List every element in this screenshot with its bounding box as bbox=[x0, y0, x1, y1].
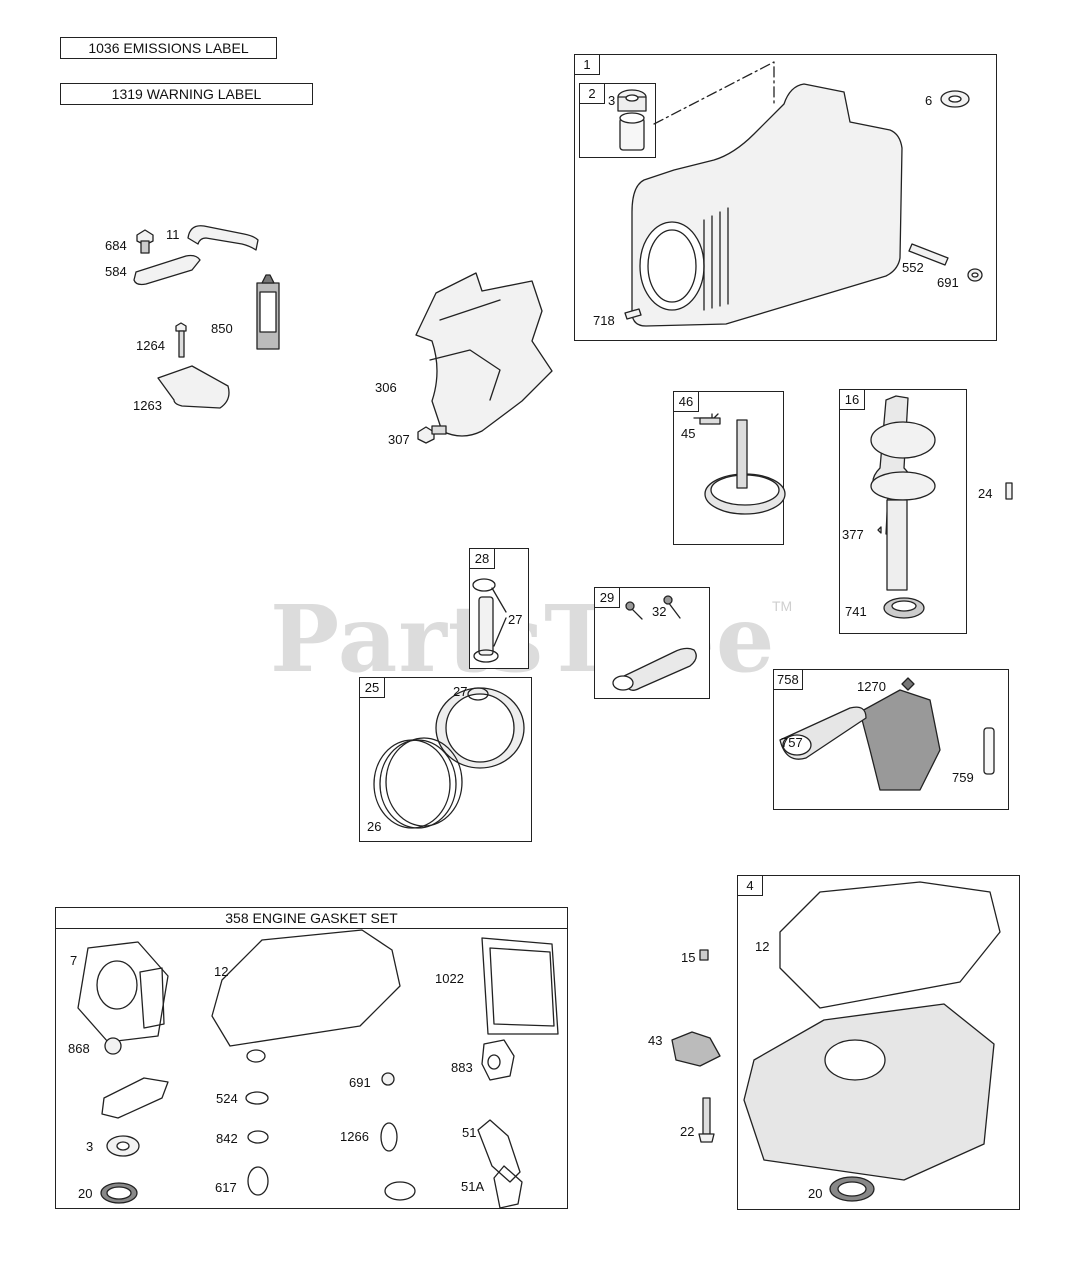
part-12-gasket-set[interactable]: 12 bbox=[214, 964, 229, 979]
part-757[interactable]: 757 bbox=[781, 735, 803, 750]
part-3-bearing[interactable]: 3 bbox=[608, 93, 616, 108]
part-7[interactable]: 7 bbox=[70, 953, 78, 968]
breather-tube-illustration bbox=[187, 225, 259, 251]
sump-gasket-illustration bbox=[779, 881, 1001, 1009]
part-15[interactable]: 15 bbox=[681, 950, 696, 965]
part-43[interactable]: 43 bbox=[648, 1033, 663, 1048]
part-868[interactable]: 868 bbox=[68, 1041, 90, 1056]
part-684[interactable]: 684 bbox=[105, 238, 127, 253]
plate-1263-illustration bbox=[157, 365, 230, 409]
box-number: 29 bbox=[595, 588, 620, 608]
part-3-seal[interactable]: 3 bbox=[86, 1139, 94, 1154]
warning-label[interactable]: 1319 WARNING LABEL bbox=[60, 83, 313, 105]
part-552[interactable]: 552 bbox=[902, 260, 924, 275]
box-46-camshaft[interactable]: 46 bbox=[673, 391, 784, 545]
gasket-set-title: 358 ENGINE GASKET SET bbox=[56, 908, 567, 929]
part-32[interactable]: 32 bbox=[652, 604, 667, 619]
part-306[interactable]: 306 bbox=[375, 380, 397, 395]
sealant-tube-illustration bbox=[256, 274, 280, 350]
box-number: 25 bbox=[360, 678, 385, 698]
part-691-gasket-set[interactable]: 691 bbox=[349, 1075, 371, 1090]
box-number: 16 bbox=[840, 390, 865, 410]
box-number: 46 bbox=[674, 392, 699, 412]
part-51A[interactable]: 51A bbox=[461, 1179, 485, 1194]
part-1270[interactable]: 1270 bbox=[857, 679, 886, 694]
part-6[interactable]: 6 bbox=[925, 93, 933, 108]
part-584[interactable]: 584 bbox=[105, 264, 127, 279]
part-883[interactable]: 883 bbox=[451, 1060, 473, 1075]
bracket-584-illustration bbox=[133, 254, 201, 286]
part-20-sump[interactable]: 20 bbox=[808, 1186, 823, 1201]
part-1264[interactable]: 1264 bbox=[136, 338, 165, 353]
part-759[interactable]: 759 bbox=[952, 770, 974, 785]
shroud-306-illustration bbox=[415, 272, 553, 437]
box-number: 28 bbox=[470, 549, 495, 569]
screw-1264-illustration bbox=[175, 322, 187, 358]
part-850[interactable]: 850 bbox=[211, 321, 233, 336]
part-27-piston[interactable]: 27 bbox=[453, 684, 468, 699]
box-number: 1 bbox=[575, 55, 600, 75]
part-377[interactable]: 377 bbox=[842, 527, 864, 542]
part-12-sump[interactable]: 12 bbox=[755, 939, 770, 954]
part-524[interactable]: 524 bbox=[216, 1091, 238, 1106]
part-1022[interactable]: 1022 bbox=[435, 971, 464, 986]
part-22[interactable]: 22 bbox=[680, 1124, 695, 1139]
part-51[interactable]: 51 bbox=[462, 1125, 477, 1140]
emissions-label[interactable]: 1036 EMISSIONS LABEL bbox=[60, 37, 277, 59]
part-20-gasket-set[interactable]: 20 bbox=[78, 1186, 93, 1201]
part-842[interactable]: 842 bbox=[216, 1131, 238, 1146]
part-307[interactable]: 307 bbox=[388, 432, 410, 447]
box-number: 4 bbox=[738, 876, 763, 896]
part-27-pin-clip[interactable]: 27 bbox=[508, 612, 523, 627]
part-24[interactable]: 24 bbox=[978, 486, 993, 501]
part-718[interactable]: 718 bbox=[593, 313, 615, 328]
part-45[interactable]: 45 bbox=[681, 426, 696, 441]
bolt-684-illustration bbox=[136, 229, 154, 254]
watermark-trademark: TM bbox=[772, 598, 793, 614]
part-617[interactable]: 617 bbox=[215, 1180, 237, 1195]
sump-illustration bbox=[743, 1003, 995, 1181]
part-741[interactable]: 741 bbox=[845, 604, 867, 619]
part-1266[interactable]: 1266 bbox=[340, 1129, 369, 1144]
part-691-cylinder[interactable]: 691 bbox=[937, 275, 959, 290]
part-26[interactable]: 26 bbox=[367, 819, 382, 834]
bolt-307-illustration bbox=[417, 425, 447, 444]
part-1263[interactable]: 1263 bbox=[133, 398, 162, 413]
box-number: 758 bbox=[774, 670, 803, 690]
box-number: 2 bbox=[580, 84, 605, 104]
part-11[interactable]: 11 bbox=[166, 227, 180, 242]
